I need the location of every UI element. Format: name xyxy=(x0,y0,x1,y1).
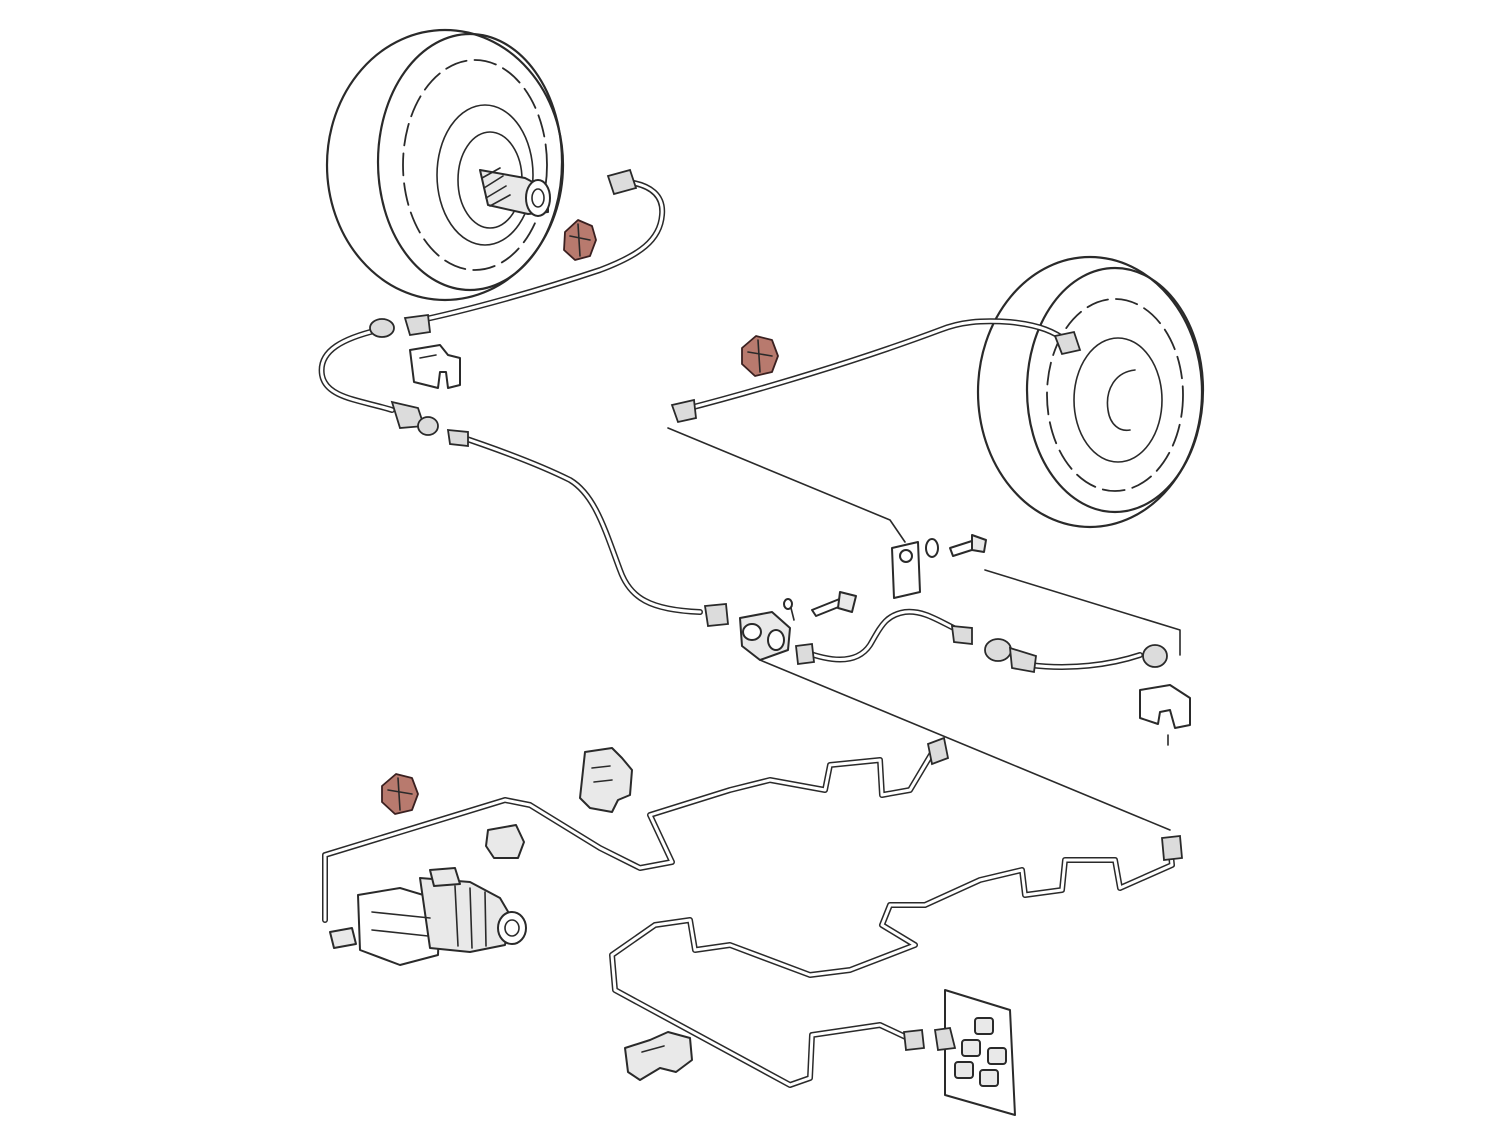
small-washer xyxy=(783,598,795,621)
brake-hose-left xyxy=(318,327,395,413)
tee-mounting-bolt xyxy=(811,591,857,617)
brake-distribution-block xyxy=(933,989,1016,1116)
union-fitting-right-top xyxy=(670,330,1082,424)
master-cylinder xyxy=(329,867,527,966)
alignment-lines xyxy=(667,427,1181,831)
pipe-clip-center xyxy=(579,747,633,813)
brake-pipe-rear-loop-lower xyxy=(609,842,1175,1088)
tee-connector xyxy=(739,611,791,661)
wheel-hub-left xyxy=(479,167,551,217)
union-fitting-right-hose xyxy=(950,624,1168,674)
wheel-left xyxy=(325,28,565,302)
brake-pipe-tee-to-right xyxy=(802,608,965,663)
brake-pipe-front-right xyxy=(679,318,1071,413)
union-fitting-left-upper xyxy=(369,313,431,338)
union-fitting-top xyxy=(606,168,638,196)
pipe-clip-left xyxy=(409,344,461,389)
union-fitting-tee-left xyxy=(703,603,729,627)
highlight-nut-master-cylinder xyxy=(381,773,419,815)
rubber-grommet xyxy=(485,824,525,859)
union-fitting-rear xyxy=(903,736,1183,1051)
tee-fitting-right xyxy=(795,642,815,666)
pipe-clip-right xyxy=(1139,684,1191,746)
brake-pipe-rear-left xyxy=(409,179,666,325)
highlight-nut-front-left xyxy=(563,219,597,261)
pipe-clip-bottom xyxy=(624,1031,693,1081)
brake-pipe-rear-loop-upper xyxy=(322,745,938,923)
highlight-nut-front-right xyxy=(741,335,779,377)
wheel-right xyxy=(976,255,1205,529)
mounting-bracket-right xyxy=(891,534,987,599)
union-fitting-left-lower xyxy=(390,400,469,448)
brake-pipe-left-to-tee xyxy=(452,432,703,615)
brake-hose-right xyxy=(1027,652,1143,670)
